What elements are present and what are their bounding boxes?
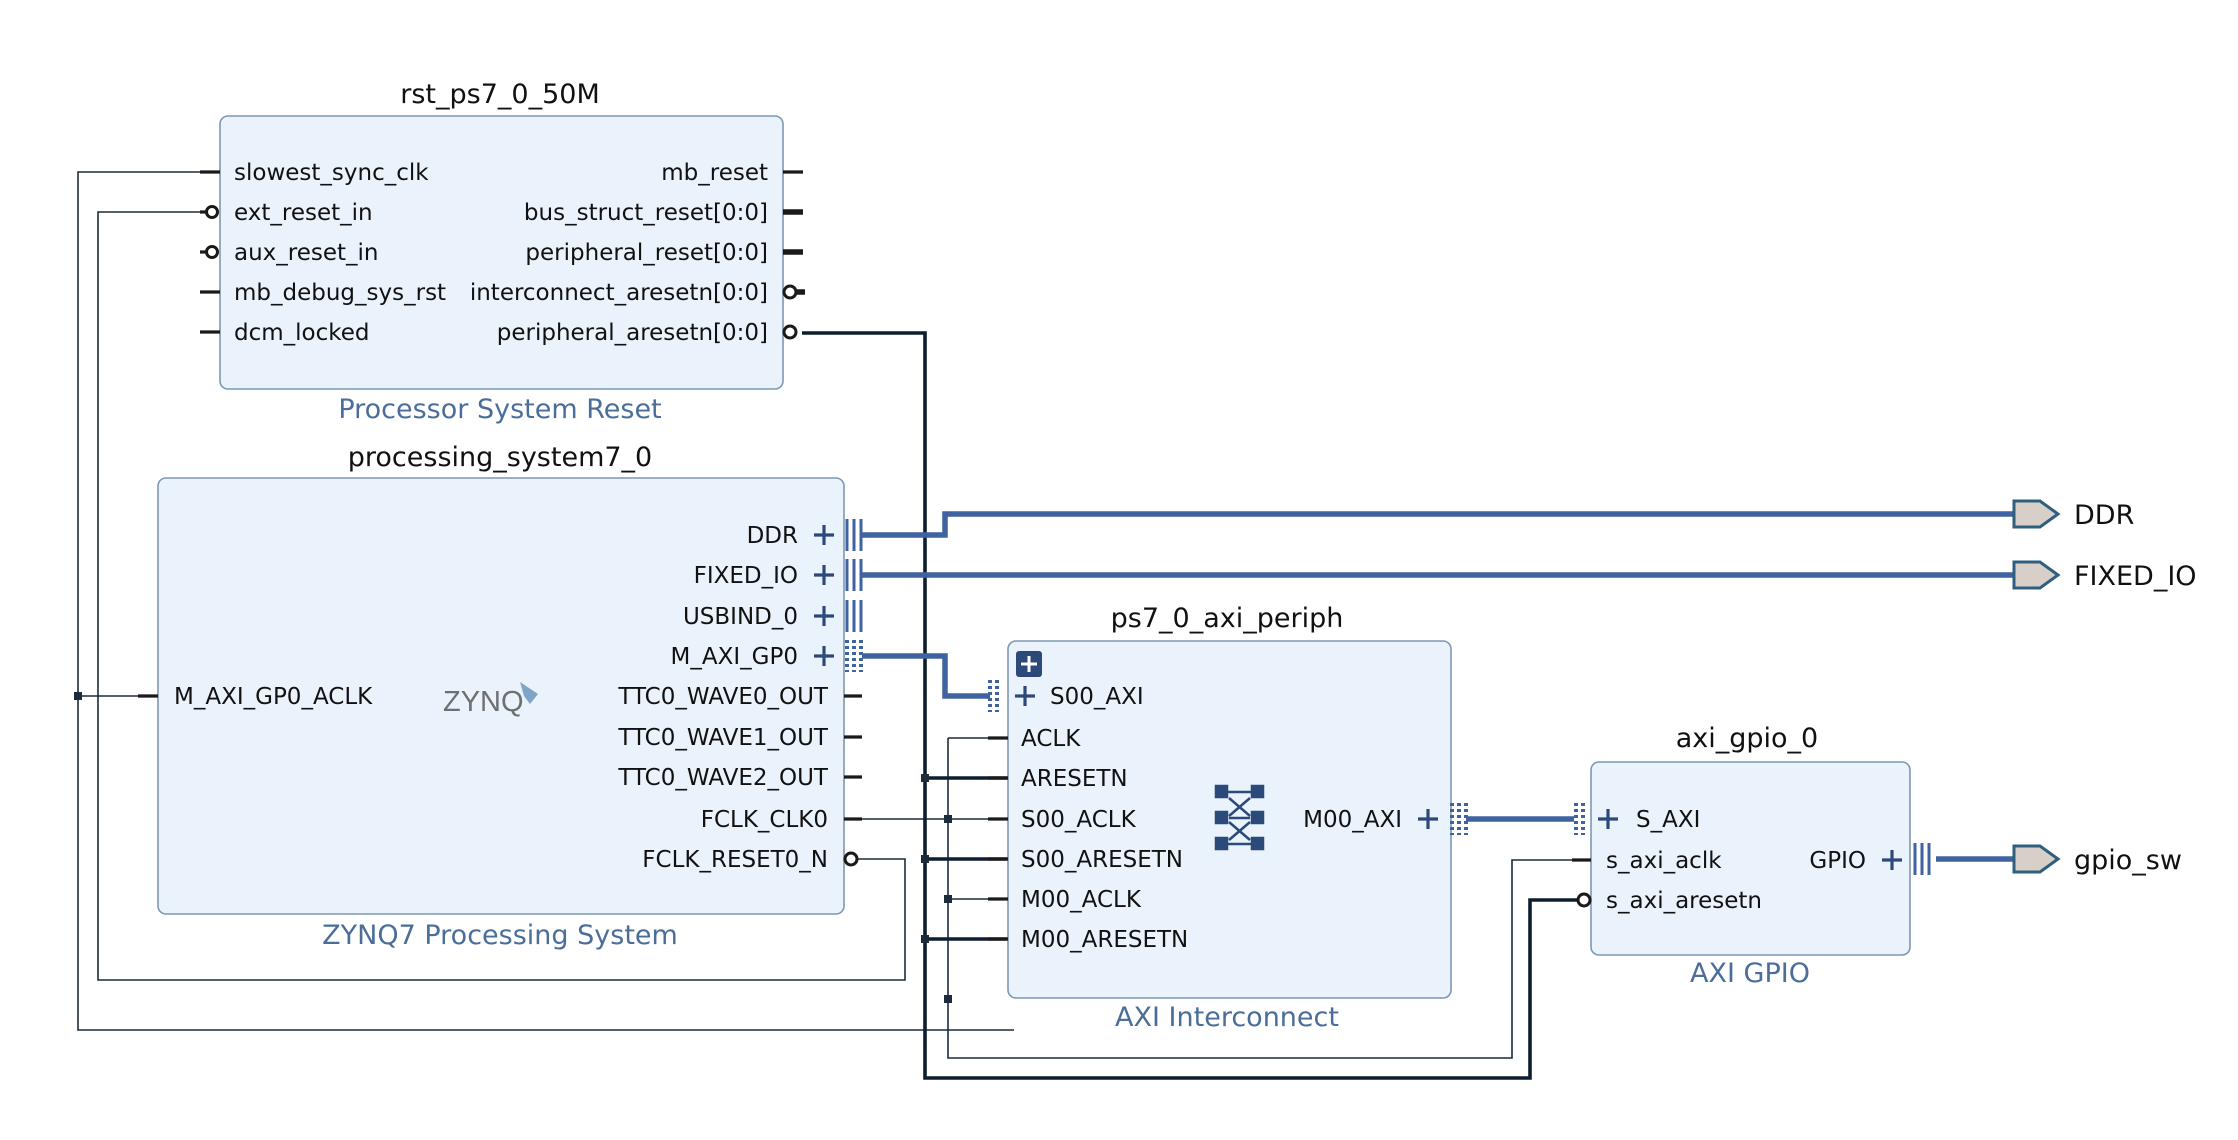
zynq-logo-mark: [520, 682, 538, 704]
junction-dot: [944, 995, 952, 1003]
block-instance-name: ps7_0_axi_periph: [1111, 603, 1344, 634]
junction-dot: [74, 692, 82, 700]
block-rst-ps7[interactable]: rst_ps7_0_50M Processor System Reset slo…: [200, 79, 805, 425]
port-bus-struct-reset[interactable]: bus_struct_reset[0:0]: [524, 200, 768, 226]
output-port-icon[interactable]: [2012, 499, 2061, 529]
inverted-port-bubble[interactable]: [843, 851, 859, 867]
net-m-axi-gp0[interactable]: [862, 653, 990, 699]
inverted-port-bubble[interactable]: [205, 245, 219, 259]
port-aux-reset-in[interactable]: aux_reset_in: [234, 240, 379, 266]
output-port-icon[interactable]: [2012, 560, 2061, 590]
port-peripheral-reset[interactable]: peripheral_reset[0:0]: [525, 240, 768, 266]
interface-port-icon[interactable]: [845, 519, 863, 551]
port-m00-aclk[interactable]: M00_ACLK: [1021, 887, 1142, 913]
block-instance-name: rst_ps7_0_50M: [400, 79, 599, 110]
interface-port-icon[interactable]: [845, 640, 863, 672]
interface-port-icon[interactable]: [845, 559, 863, 591]
interface-port-icon[interactable]: [1913, 843, 1931, 875]
expand-plus-icon[interactable]: [1882, 850, 1902, 870]
net-fclk-clk0-trunk[interactable]: [947, 738, 1600, 1059]
zynq-logo: ZYNQ: [443, 686, 524, 718]
interface-port-icon[interactable]: [845, 600, 863, 632]
port-mb-reset[interactable]: mb_reset: [661, 160, 768, 186]
junction-dot: [944, 895, 952, 903]
port-ttc0-wave1-out[interactable]: TTC0_WAVE1_OUT: [617, 725, 829, 751]
port-m-axi-gp0[interactable]: M_AXI_GP0: [671, 644, 798, 670]
external-port-fixed-io[interactable]: FIXED_IO: [2012, 560, 2197, 592]
port-peripheral-aresetn[interactable]: peripheral_aresetn[0:0]: [497, 320, 768, 346]
net-fclk-reset0-n[interactable]: [97, 211, 906, 981]
external-port-label: gpio_sw: [2074, 845, 2182, 876]
junction-dot: [921, 855, 929, 863]
block-instance-name: processing_system7_0: [348, 442, 652, 473]
external-port-gpio-sw[interactable]: gpio_sw: [2012, 844, 2182, 876]
interface-port-icon[interactable]: [1450, 803, 1468, 835]
block-type-label: AXI GPIO: [1690, 958, 1810, 989]
port-slowest-sync-clk[interactable]: slowest_sync_clk: [234, 160, 429, 186]
port-aclk[interactable]: ACLK: [1021, 726, 1081, 752]
nets: [77, 171, 2014, 1080]
external-port-ddr[interactable]: DDR: [2012, 499, 2134, 531]
port-m-axi-gp0-aclk[interactable]: M_AXI_GP0_ACLK: [174, 684, 373, 710]
expand-plus-icon[interactable]: [814, 525, 834, 545]
port-s-axi[interactable]: S_AXI: [1636, 807, 1700, 833]
port-s00-aresetn[interactable]: S00_ARESETN: [1021, 847, 1183, 873]
block-instance-name: axi_gpio_0: [1676, 723, 1819, 754]
inverted-port-bubble[interactable]: [782, 324, 798, 340]
port-fclk-reset0-n[interactable]: FCLK_RESET0_N: [642, 847, 828, 873]
block-type-label: AXI Interconnect: [1115, 1002, 1339, 1033]
inverted-port-bubble[interactable]: [782, 284, 798, 300]
port-usbind-0[interactable]: USBIND_0: [683, 604, 798, 630]
port-s00-axi[interactable]: S00_AXI: [1050, 684, 1144, 710]
port-m00-axi[interactable]: M00_AXI: [1303, 807, 1402, 833]
interface-port-icon[interactable]: [988, 680, 999, 712]
port-m00-aresetn[interactable]: M00_ARESETN: [1021, 927, 1188, 953]
junction-dot: [921, 774, 929, 782]
port-ddr[interactable]: DDR: [747, 523, 798, 549]
port-mb-debug-sys-rst[interactable]: mb_debug_sys_rst: [234, 280, 446, 306]
expand-plus-icon[interactable]: [814, 565, 834, 585]
port-aresetn[interactable]: ARESETN: [1021, 766, 1128, 792]
port-s00-aclk[interactable]: S00_ACLK: [1021, 807, 1137, 833]
port-ext-reset-in[interactable]: ext_reset_in: [234, 200, 373, 226]
port-fixed-io[interactable]: FIXED_IO: [694, 563, 798, 589]
port-dcm-locked[interactable]: dcm_locked: [234, 320, 370, 346]
expand-plus-icon[interactable]: [814, 646, 834, 666]
net-junctions: [74, 692, 952, 1003]
expand-plus-icon[interactable]: [814, 606, 834, 626]
port-fclk-clk0[interactable]: FCLK_CLK0: [701, 807, 828, 833]
block-type-label: Processor System Reset: [338, 394, 661, 425]
crossbar-icon: [1214, 784, 1265, 851]
expand-plus-icon[interactable]: [1015, 686, 1035, 706]
port-interconnect-aresetn[interactable]: interconnect_aresetn[0:0]: [470, 280, 768, 306]
port-gpio[interactable]: GPIO: [1809, 848, 1866, 874]
net-ddr[interactable]: [862, 511, 2014, 538]
net-peripheral-aresetn[interactable]: [802, 331, 1583, 1080]
external-port-label: DDR: [2074, 500, 2134, 531]
port-ttc0-wave0-out[interactable]: TTC0_WAVE0_OUT: [617, 684, 829, 710]
block-axi-gpio[interactable]: axi_gpio_0 AXI GPIO S_AXI s_axi_aclk s_a…: [1572, 723, 1931, 989]
block-axi-interconnect[interactable]: ps7_0_axi_periph AXI Interconnect S00_AX…: [988, 603, 1468, 1033]
net-fclk-clk0[interactable]: [77, 171, 1014, 1031]
interface-port-icon[interactable]: [1574, 803, 1585, 835]
junction-dot: [944, 815, 952, 823]
expand-plus-icon[interactable]: [1418, 809, 1438, 829]
port-s-axi-aresetn[interactable]: s_axi_aresetn: [1606, 888, 1762, 914]
external-port-label: FIXED_IO: [2074, 561, 2197, 592]
port-ttc0-wave2-out[interactable]: TTC0_WAVE2_OUT: [617, 765, 829, 791]
inverted-port-bubble[interactable]: [1576, 892, 1592, 908]
junction-dot: [921, 935, 929, 943]
expand-hierarchy-button[interactable]: [1016, 651, 1042, 677]
output-port-icon[interactable]: [2012, 844, 2061, 874]
block-processing-system7[interactable]: processing_system7_0 ZYNQ7 Processing Sy…: [138, 442, 863, 951]
block-type-label: ZYNQ7 Processing System: [322, 920, 678, 951]
expand-plus-icon[interactable]: [1598, 809, 1618, 829]
inverted-port-bubble[interactable]: [205, 205, 219, 219]
port-s-axi-aclk[interactable]: s_axi_aclk: [1606, 848, 1722, 874]
